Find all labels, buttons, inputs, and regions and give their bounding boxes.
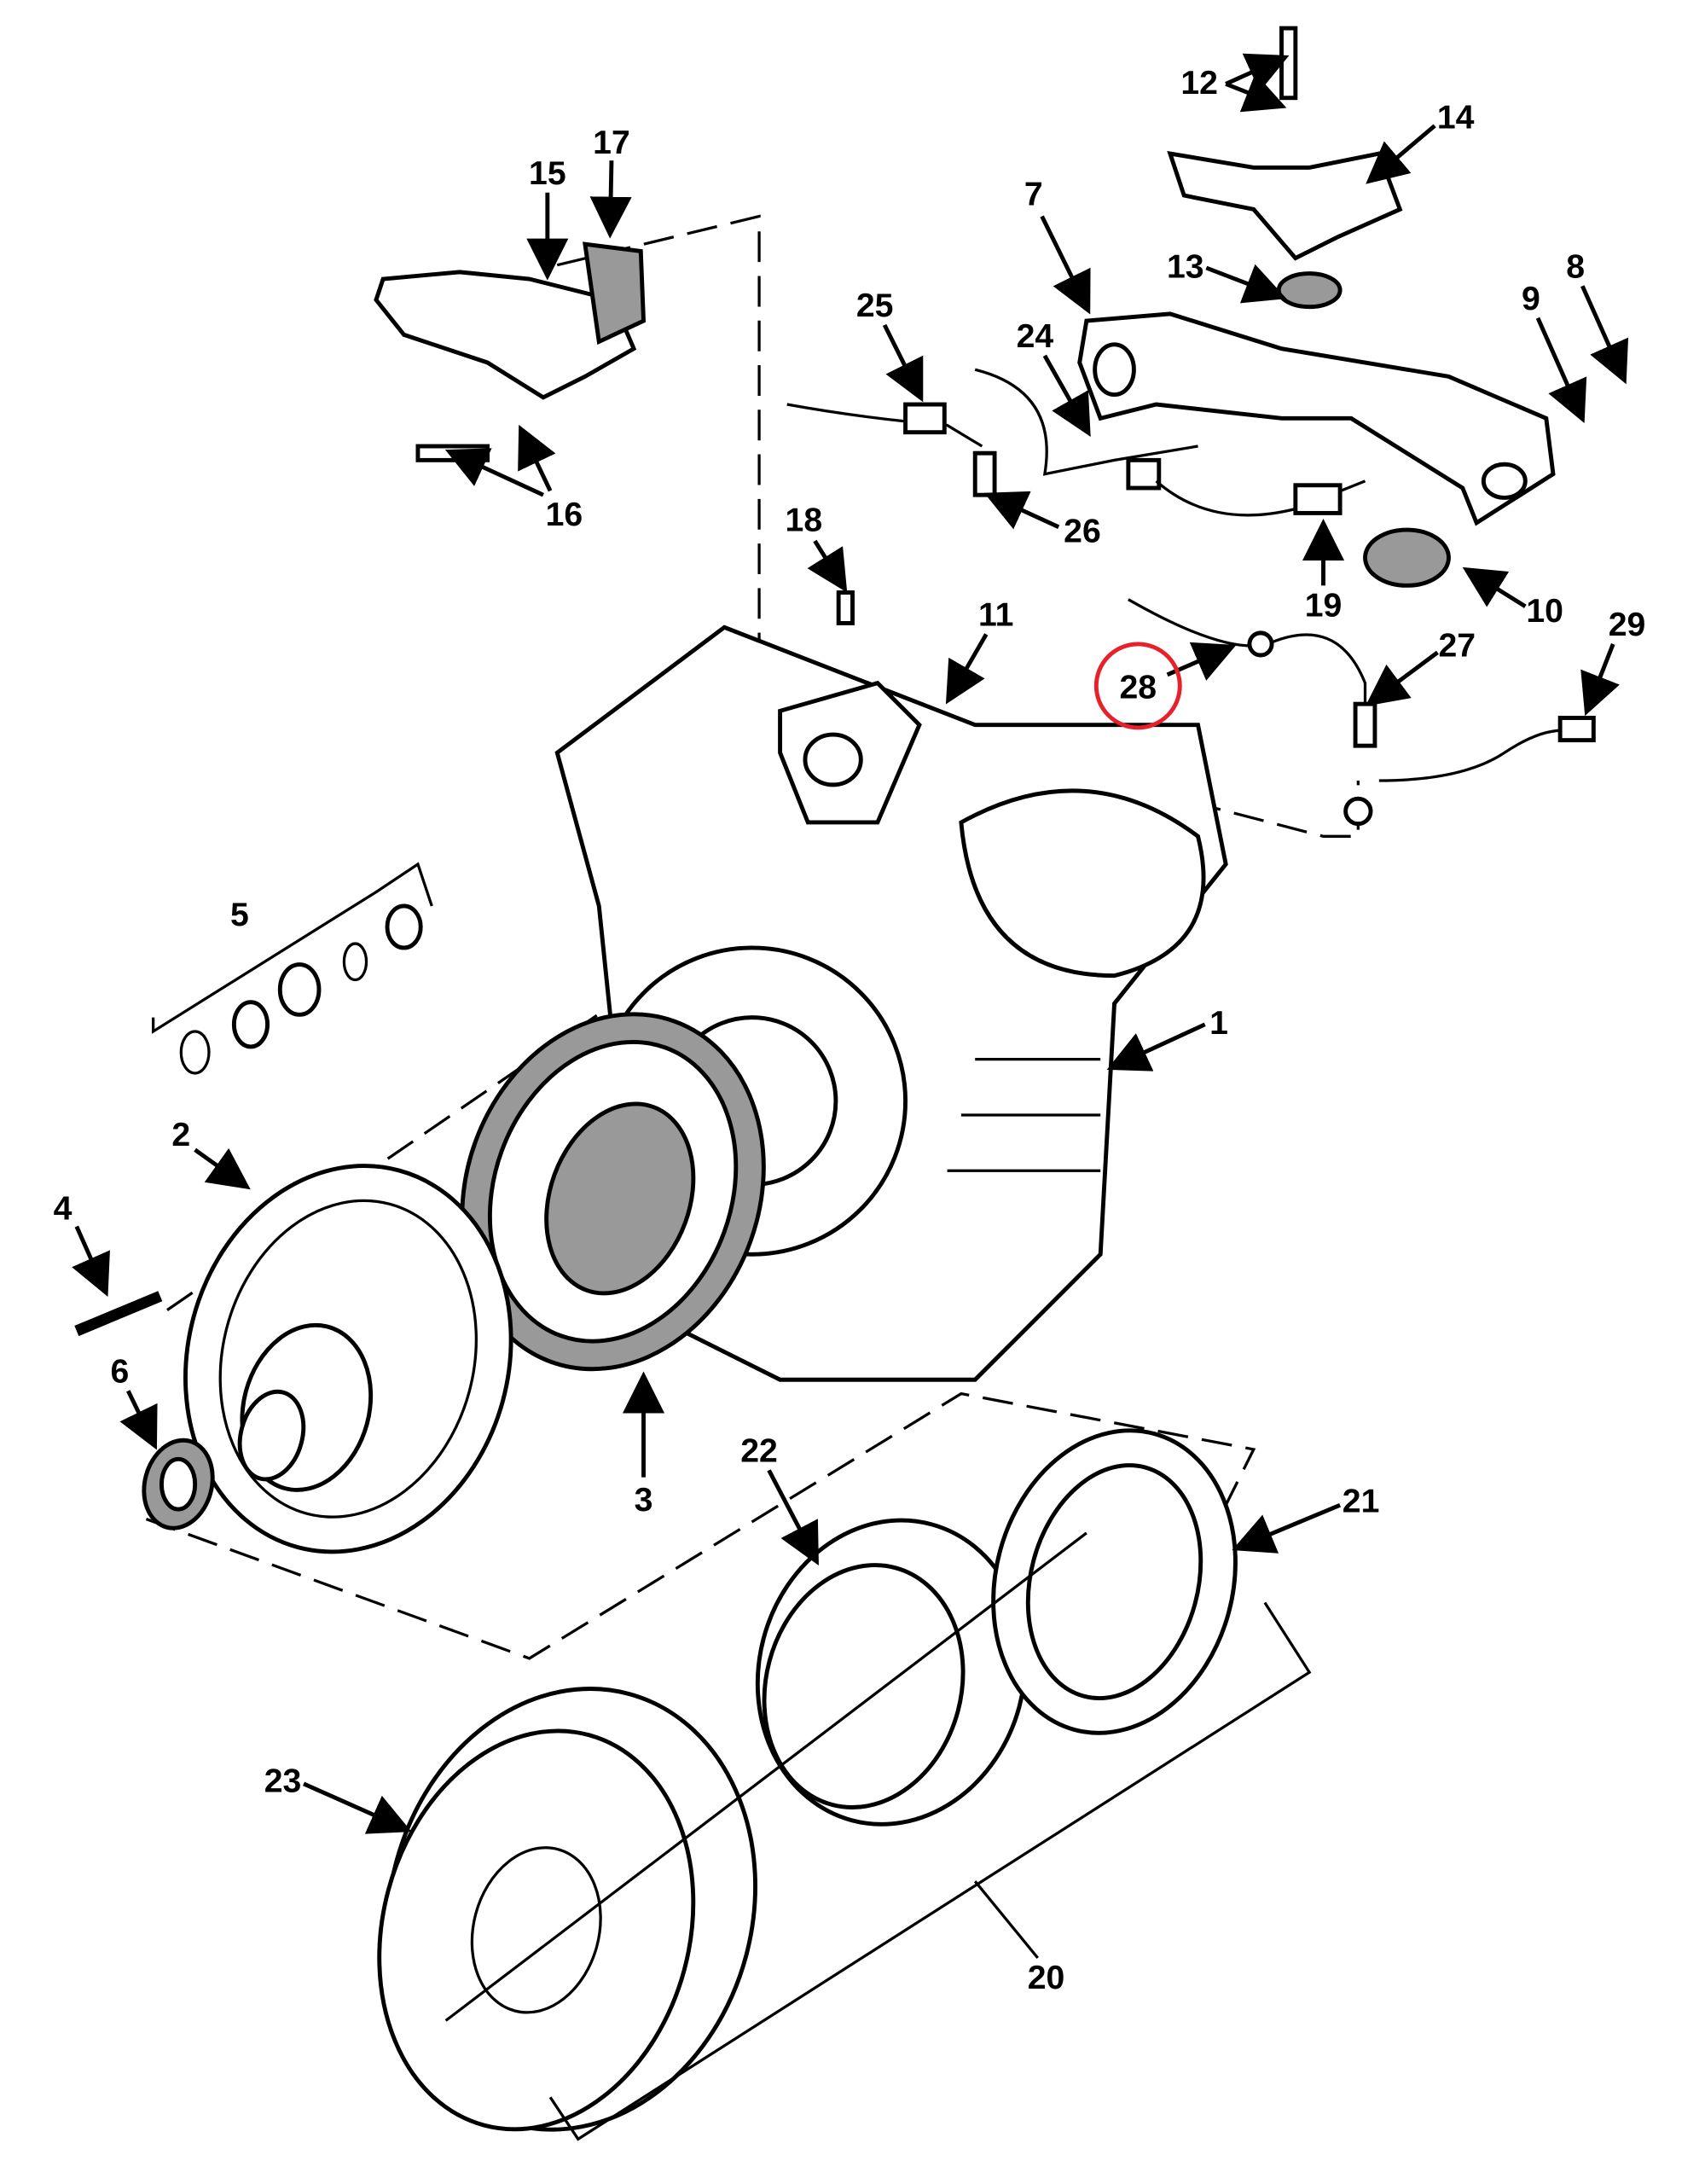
callout-9: 9 (1522, 281, 1540, 317)
callout-15: 15 (529, 155, 566, 192)
callout-2: 2 (171, 1117, 190, 1153)
callout-25: 25 (856, 288, 894, 324)
callout-18: 18 (786, 502, 823, 539)
callout-3: 3 (635, 1482, 653, 1519)
seal-kit-5 (152, 862, 433, 1075)
callout-27: 27 (1438, 628, 1476, 665)
callout-14: 14 (1437, 100, 1475, 136)
clutch-assembly (377, 1428, 1312, 2141)
callout-11: 11 (978, 597, 1013, 634)
highlight-circle (1093, 642, 1182, 730)
callout-labels: 1 2 3 4 5 6 7 8 9 10 11 12 13 14 15 16 1… (54, 65, 1646, 1996)
valve-14 (1167, 26, 1403, 310)
callout-20: 20 (1028, 1960, 1065, 1996)
callout-19: 19 (1305, 587, 1343, 624)
gasket-3 (460, 1012, 766, 1372)
callout-23: 23 (264, 1763, 302, 1800)
callout-12: 12 (1180, 65, 1218, 102)
bolt-4 (74, 1291, 163, 1337)
callout-22: 22 (740, 1433, 778, 1470)
callout-28: 28 (1120, 670, 1157, 706)
callout-8: 8 (1566, 248, 1585, 285)
callout-1: 1 (1209, 1005, 1228, 1042)
callout-7: 7 (1024, 176, 1043, 212)
callout-26: 26 (1064, 514, 1101, 550)
callout-17: 17 (593, 125, 630, 161)
callout-29: 29 (1609, 607, 1646, 643)
bearing-6 (142, 1438, 215, 1531)
callout-24: 24 (1017, 318, 1054, 355)
wiring-harnesses (786, 368, 1596, 827)
callout-4: 4 (54, 1190, 72, 1227)
callout-13: 13 (1167, 248, 1204, 285)
leader-arrows (72, 53, 1629, 1960)
manifold-7 (1077, 311, 1556, 588)
bolt-18 (836, 590, 855, 625)
callout-5: 5 (230, 897, 249, 933)
callout-21: 21 (1343, 1483, 1380, 1519)
callout-16: 16 (546, 497, 583, 533)
callout-10: 10 (1526, 593, 1563, 630)
callout-6: 6 (111, 1354, 130, 1391)
end-plate-2 (183, 1164, 513, 1554)
valve-15 (374, 241, 647, 462)
